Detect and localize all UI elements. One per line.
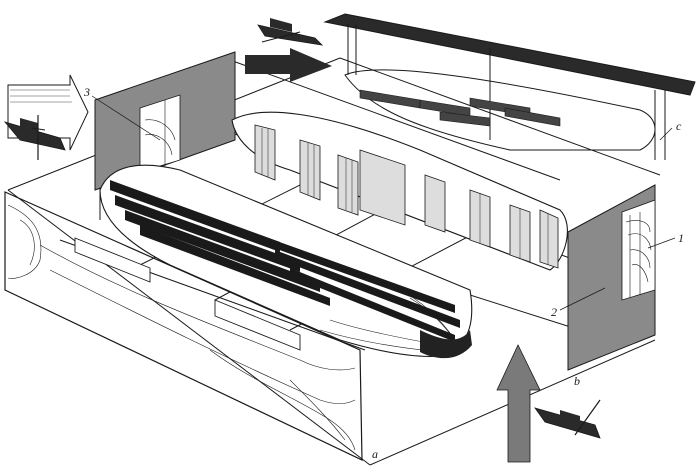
ship-icon-top — [257, 18, 324, 46]
ship-icon-bottom — [534, 399, 601, 439]
label-plane-a: a — [372, 447, 378, 461]
label-plane-c: c — [676, 119, 682, 133]
sheer-plane-left — [94, 51, 236, 191]
label-section-1: 1 — [678, 231, 684, 245]
half-breadth-plane — [323, 13, 696, 160]
front-plane — [4, 191, 363, 461]
label-section-3: 3 — [84, 85, 90, 99]
upper-hull-sections — [231, 111, 568, 271]
lower-hull-waterlines — [99, 164, 473, 359]
ship-icon — [3, 115, 66, 160]
label-plane-b: b — [574, 374, 580, 388]
body-plan-plane — [567, 184, 656, 371]
leader-lines — [91, 95, 676, 311]
arrow-right-dark-icon — [245, 48, 332, 82]
arrow-up-icon — [496, 344, 541, 463]
label-section-2: 2 — [551, 305, 557, 319]
